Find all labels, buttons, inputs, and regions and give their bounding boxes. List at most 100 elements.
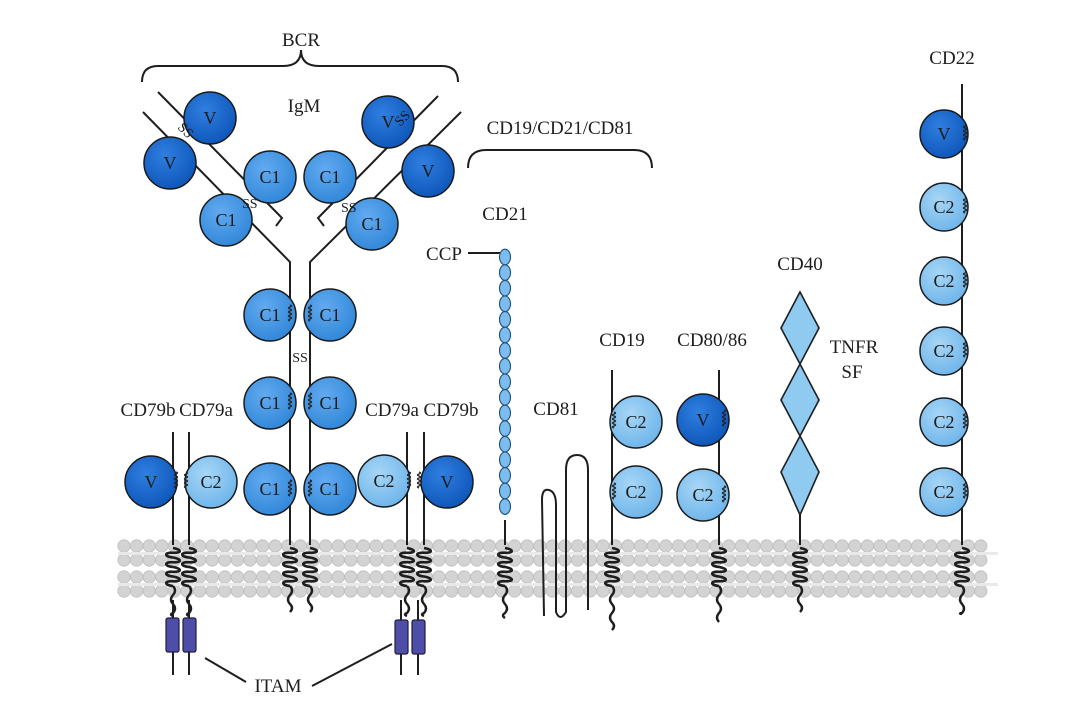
membrane-lipid-head [344,570,358,584]
disulfide-squiggle [962,270,968,288]
membrane-lipid-head [268,539,282,553]
membrane-lipid-head [142,584,156,598]
membrane-lipid-head [205,584,219,598]
membrane-lipid-head [621,553,635,567]
ccp-bead [498,279,512,297]
igm-domain-c1-stem-3-left: C1 [243,462,297,516]
membrane-lipid-head [318,570,333,584]
membrane-lipid-head [205,553,219,567]
membrane-lipid-head [911,584,925,598]
membrane-lipid-head [356,539,370,553]
membrane-lipid-head [696,539,711,553]
membrane-lipid-head [130,539,144,553]
svg-text:V: V [204,108,217,128]
membrane-lipid-head [671,570,686,584]
membrane-lipid-head [709,539,723,553]
membrane-lipid-head [470,553,484,567]
membrane-lipid-head [432,584,446,598]
membrane-lipid-head [848,553,862,567]
cd79b-right-label: CD79b [424,400,479,421]
cd40-label: CD40 [777,254,822,275]
membrane-lipid-head [898,553,912,567]
igm-label: IgM [288,96,321,117]
itam-label: ITAM [254,676,301,697]
membrane-lipid-head [759,584,774,598]
membrane-lipid-head [822,570,837,584]
ccp-bead [498,342,512,359]
membrane-lipid-head [243,570,257,584]
svg-text:V: V [422,161,435,181]
ccp-bead [498,295,512,313]
cd79b-left-label: CD79b [121,400,176,421]
transmembrane-helix [398,546,416,588]
membrane-lipid-head [344,553,358,567]
membrane-lipid-head [243,584,257,598]
cd19-cd21-cd81-group: CD19/CD21/CD81 CD21 CCP CD81 CD19 C2 C2 [426,118,663,618]
membrane-lipid-head [255,539,270,553]
membrane-lipid-head [885,539,900,553]
membrane-lipid-head [318,539,333,553]
membrane-lipid-head [130,584,144,598]
transmembrane-helix [710,546,728,588]
membrane-lipid-head [734,553,749,567]
membrane-lipid-head [860,584,875,598]
transmembrane-helix [281,546,299,588]
ccp-bead [498,451,512,469]
transmembrane-helix [603,546,621,588]
svg-text:V: V [164,153,177,173]
bcr-group: BCR IgM V V C1 C1 V V [141,30,462,545]
ccp-bead [498,311,512,328]
membrane-lipid-head [759,553,774,567]
membrane-lipid-head [570,553,585,567]
cytoplasmic-tail [306,585,314,613]
membrane-lipid-head [293,584,307,598]
membrane-lipid-head [507,584,522,598]
svg-text:C2: C2 [933,271,954,291]
disulfide-bond-marks [173,123,968,503]
membrane-lipid-head [898,539,912,553]
cd21-ccp-repeats [498,248,512,515]
membrane-lipid-head [583,584,597,598]
cd81-tetraspanin [540,453,589,618]
membrane-lipid-head [835,570,849,584]
membrane-lipid-head [482,539,496,553]
membrane-lipid-head [835,584,849,598]
bcr-label: BCR [282,30,320,51]
ccp-bead [498,389,512,406]
svg-text:C1: C1 [319,167,340,187]
membrane-lipid-head [583,539,597,553]
ccp-bead [498,498,512,515]
membrane-lipid-head [218,553,232,567]
membrane-lipid-head [822,584,837,598]
membrane-lipid-head [470,539,484,553]
membrane-lipid-head [684,553,698,567]
membrane-lipid-head [696,584,711,598]
membrane-lipid-head [130,570,144,584]
membrane-lipid-head [432,570,446,584]
disulfide-squiggle [307,304,313,322]
membrane-lipid-head [444,584,459,598]
disulfide-squiggle [416,471,422,489]
membrane-lipid-head [848,539,862,553]
membrane-lipid-head [432,553,446,567]
membrane-lipid-head [495,539,509,553]
itam-box-cd79b-right [411,619,426,655]
svg-text:C1: C1 [319,479,340,499]
svg-text:C2: C2 [933,341,954,361]
transmembrane-helix [164,546,182,588]
svg-text:C1: C1 [319,305,340,325]
membrane-lipid-head [281,539,295,553]
cd22-c2-domain-5: C2 [919,467,969,517]
cd79b-left-v-domain: V [124,455,178,509]
membrane-lipid-head [936,539,950,553]
membrane-lipid-head [432,539,446,553]
membrane-lipid-head [633,570,648,584]
membrane-lipid-head [331,553,345,567]
disulfide-squiggle [962,481,968,499]
membrane-lipid-head [596,539,610,553]
membrane-lipid-head [646,553,660,567]
membrane-lipid-head [747,553,761,567]
membrane-lipid-head [974,553,988,567]
cytoplasmic-tail [501,585,509,620]
